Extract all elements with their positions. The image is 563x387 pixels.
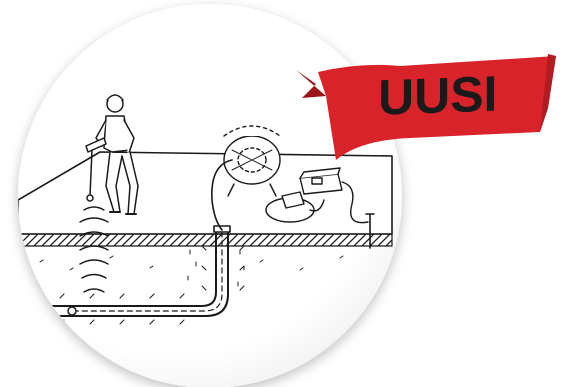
new-badge: UUSI: [296, 54, 556, 160]
soil-band: [18, 234, 392, 246]
sonde: [68, 307, 76, 315]
badge-text: UUSI: [378, 66, 497, 126]
